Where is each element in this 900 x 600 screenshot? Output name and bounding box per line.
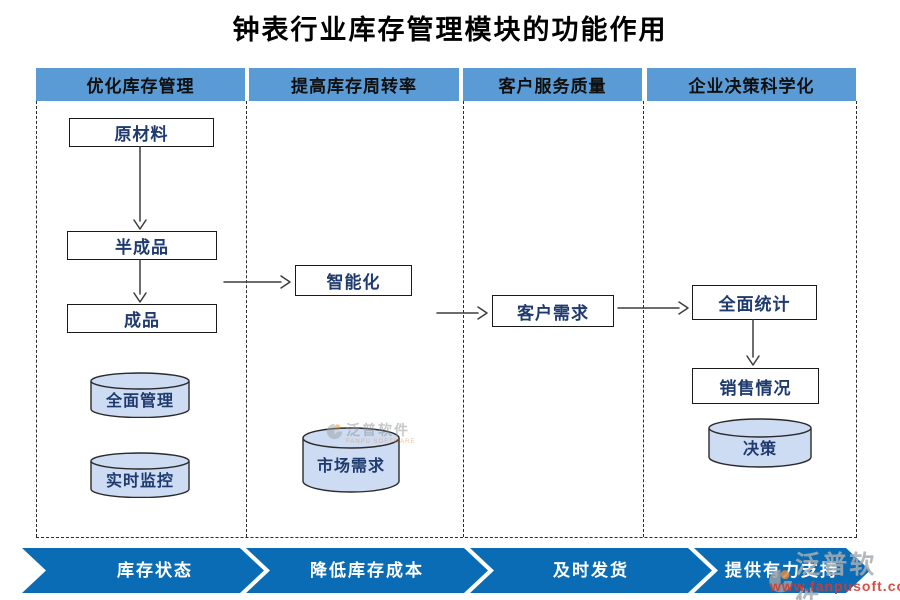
cylinder-full-management: 全面管理 — [90, 372, 190, 418]
arrow-statistics-to-sales — [746, 319, 760, 366]
cylinder-market-demand: 市场需求 — [302, 427, 400, 493]
arrow-raw-to-semi — [133, 146, 147, 230]
column-divider-left — [36, 101, 37, 537]
cylinder-label: 决策 — [742, 441, 777, 458]
column-divider-right — [856, 101, 857, 537]
column-divider-2 — [463, 101, 464, 537]
column-frame-bottom — [36, 537, 857, 538]
column-header-optimize-inventory: 优化库存管理 — [36, 68, 245, 101]
watermark-brand-en: FANPU SOFTWARE — [346, 439, 416, 445]
arrow-col1-to-intelligence — [223, 275, 291, 289]
banner-label-reduce-cost: 降低库存成本 — [310, 561, 424, 580]
arrow-semi-to-finished — [133, 259, 147, 303]
column-header-customer-service: 客户服务质量 — [463, 68, 642, 101]
cylinder-label: 实时监控 — [105, 473, 174, 490]
node-finished-goods: 成品 — [67, 304, 217, 333]
cylinder-shape — [708, 418, 812, 468]
cylinder-shape — [90, 372, 190, 418]
watermark-bottom-right: 泛普软件 — [768, 545, 900, 600]
cylinder-realtime-monitoring: 实时监控 — [90, 452, 190, 498]
node-full-statistics: 全面统计 — [692, 285, 817, 320]
column-divider-3 — [643, 101, 644, 537]
cylinder-label: 全面管理 — [105, 393, 174, 410]
watermark-market-demand: 泛普软件 FANPU SOFTWARE — [326, 423, 415, 445]
node-sales-status: 销售情况 — [692, 368, 819, 404]
node-semi-finished: 半成品 — [67, 231, 217, 260]
node-intelligence: 智能化 — [295, 265, 412, 296]
cylinder-shape — [302, 427, 400, 493]
watermark-brand: 泛普软件 — [795, 551, 877, 600]
watermark-url: www.fanpusoft.com — [770, 578, 900, 594]
arrow-customer-to-statistics — [617, 301, 689, 315]
cylinder-label: 市场需求 — [316, 458, 385, 475]
banner-label-strong-support: 提供有力支持 — [725, 561, 839, 580]
banner-label-timely-delivery: 及时发货 — [553, 561, 629, 580]
banner-label-inventory-status: 库存状态 — [117, 561, 193, 580]
node-raw-material: 原材料 — [69, 118, 214, 147]
arrow-col2-to-customer-demand — [436, 306, 488, 320]
column-header-decision-science: 企业决策科学化 — [647, 68, 856, 101]
column-divider-1 — [246, 101, 247, 537]
fanpu-logo-icon — [326, 423, 343, 440]
cylinder-shape — [90, 452, 190, 498]
fanpu-logo-icon — [769, 569, 792, 593]
watermark-brand: 泛普软件 — [346, 422, 410, 438]
node-customer-demand: 客户需求 — [492, 295, 614, 327]
cylinder-decision: 决策 — [708, 418, 812, 468]
diagram-title: 钟表行业库存管理模块的功能作用 — [232, 15, 668, 45]
column-header-turnover-rate: 提高库存周转率 — [249, 68, 459, 101]
